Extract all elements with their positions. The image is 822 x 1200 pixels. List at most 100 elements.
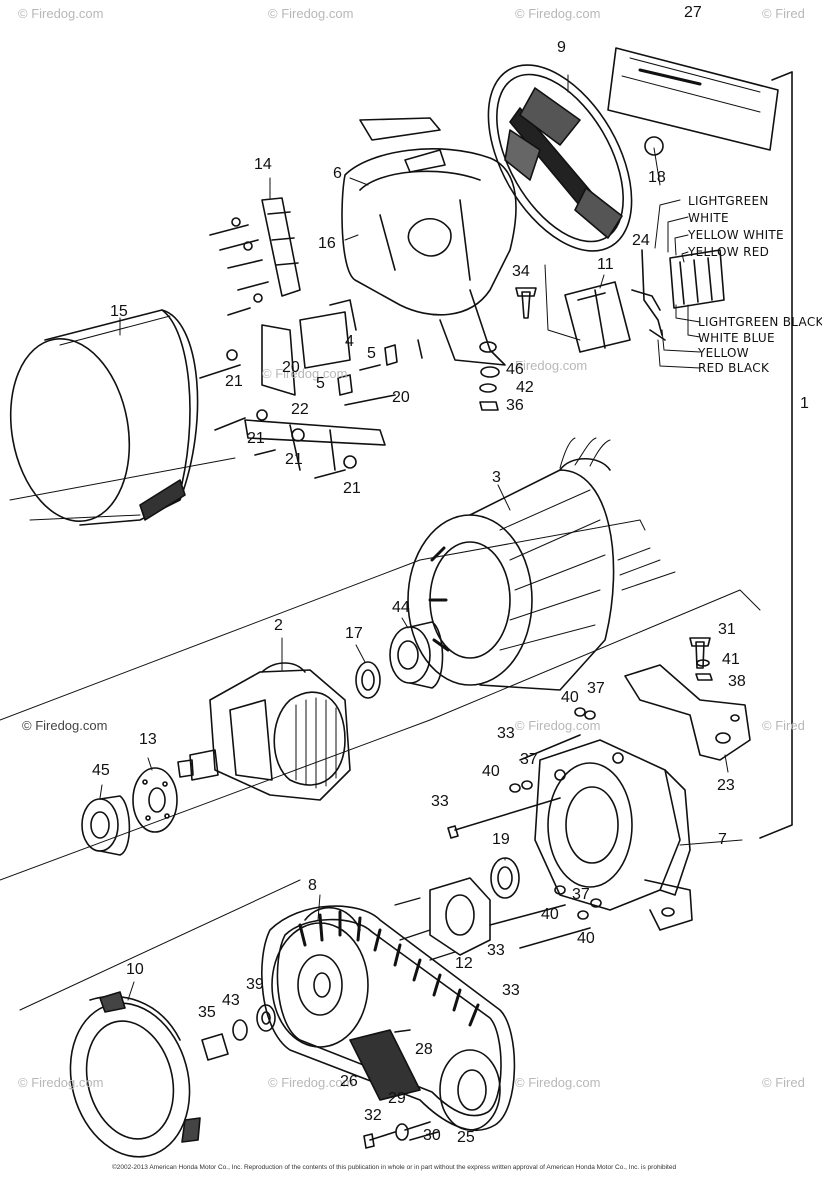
callout-16: 16 bbox=[318, 235, 336, 252]
watermark-text: © Firedog.com bbox=[268, 1075, 354, 1090]
callout-26: 26 bbox=[340, 1073, 358, 1090]
wire-label: RED BLACK bbox=[698, 361, 770, 375]
watermark-text: © Firedog.com bbox=[515, 1075, 601, 1090]
front-housing-7 bbox=[534, 739, 693, 931]
watermark-text: © Firedog.com bbox=[515, 6, 601, 21]
callout-20: 20 bbox=[392, 389, 410, 406]
callout-11: 11 bbox=[597, 256, 614, 273]
callout-22: 22 bbox=[291, 401, 309, 418]
callout-3: 3 bbox=[492, 469, 501, 486]
callout-19: 19 bbox=[492, 831, 510, 848]
watermark-text: © Firedog.com bbox=[515, 718, 601, 733]
watermark-text: © Firedog.com bbox=[262, 366, 348, 381]
plate-13 bbox=[132, 767, 178, 833]
callout-29: 29 bbox=[388, 1090, 406, 1107]
wire-label: WHITE BLUE bbox=[698, 331, 775, 345]
nut-38 bbox=[695, 673, 713, 681]
callout-21: 21 bbox=[225, 373, 243, 390]
bolt-28 bbox=[394, 1029, 411, 1033]
bolt-32 bbox=[369, 1131, 396, 1141]
callout-35: 35 bbox=[198, 1004, 216, 1021]
callout-17: 17 bbox=[345, 625, 363, 642]
callout-44: 44 bbox=[392, 599, 410, 616]
callout-34: 34 bbox=[512, 263, 530, 280]
watermark-text: © Fired bbox=[762, 6, 805, 21]
callout-33: 33 bbox=[502, 982, 520, 999]
bolt-34 bbox=[521, 291, 531, 319]
wire-label: WHITE bbox=[688, 211, 729, 225]
bolt-31 bbox=[695, 641, 705, 669]
callout-39: 39 bbox=[246, 976, 264, 993]
callout-18: 18 bbox=[648, 169, 666, 186]
washer-42 bbox=[479, 383, 497, 393]
stator-3 bbox=[407, 437, 676, 691]
nut-35 bbox=[201, 1033, 229, 1061]
wire-label: LIGHTGREEN bbox=[688, 194, 769, 208]
stator-cover-15 bbox=[9, 309, 199, 526]
belt-26 bbox=[261, 905, 516, 1131]
flange-12 bbox=[394, 877, 491, 961]
callout-7: 7 bbox=[718, 831, 727, 848]
wire-label: YELLOW WHITE bbox=[688, 228, 784, 242]
callout-4: 4 bbox=[345, 333, 354, 350]
copyright-notice: ©2002-2013 American Honda Motor Co., Inc… bbox=[112, 1164, 677, 1171]
callout-28: 28 bbox=[415, 1041, 433, 1058]
key-30 bbox=[404, 1121, 439, 1141]
callout-46: 46 bbox=[506, 361, 524, 378]
label-plate-27 bbox=[607, 47, 779, 151]
callout-38: 38 bbox=[728, 673, 746, 690]
callout-36: 36 bbox=[506, 397, 524, 414]
terminal-board-14 bbox=[209, 197, 301, 316]
callout-32: 32 bbox=[364, 1107, 382, 1124]
regulator-11 bbox=[564, 281, 631, 353]
nut-36 bbox=[479, 401, 499, 411]
callout-9: 9 bbox=[557, 39, 566, 56]
callout-33: 33 bbox=[487, 942, 505, 959]
housing-6 bbox=[341, 148, 517, 366]
rear-cover-9 bbox=[487, 64, 633, 252]
callout-6: 6 bbox=[333, 165, 342, 182]
callout-43: 43 bbox=[222, 992, 240, 1009]
callout-10: 10 bbox=[126, 961, 144, 978]
seal-17 bbox=[355, 661, 381, 699]
bearing-45 bbox=[81, 795, 131, 856]
callout-30: 30 bbox=[423, 1127, 441, 1144]
bearing-44 bbox=[389, 621, 444, 689]
callout-5: 5 bbox=[367, 345, 376, 362]
washer-46 bbox=[480, 366, 500, 378]
callout-25: 25 bbox=[457, 1129, 475, 1146]
callout-5: 5 bbox=[316, 375, 325, 392]
callout-21: 21 bbox=[343, 480, 361, 497]
callout-1: 1 bbox=[800, 395, 809, 412]
callout-31: 31 bbox=[718, 621, 736, 638]
rotor-2 bbox=[177, 662, 351, 801]
callout-24: 24 bbox=[632, 232, 650, 249]
through-bolt-33 bbox=[454, 797, 561, 831]
bracket-line-1 bbox=[759, 71, 793, 839]
bracket-assembly bbox=[199, 299, 386, 479]
small-parts-5 bbox=[337, 339, 423, 406]
washer-43 bbox=[232, 1019, 248, 1041]
callout-45: 45 bbox=[92, 762, 110, 779]
callout-12: 12 bbox=[455, 955, 473, 972]
callout-40: 40 bbox=[561, 689, 579, 706]
watermark-text: © Firedog.com bbox=[18, 1075, 104, 1090]
callout-20: 20 bbox=[282, 359, 300, 376]
watermark-text: © Firedog.com bbox=[18, 6, 104, 21]
washer-29 bbox=[395, 1123, 409, 1141]
callout-21: 21 bbox=[285, 451, 303, 468]
callout-27: 27 bbox=[684, 4, 702, 21]
bracket-23 bbox=[624, 664, 751, 761]
callout-37: 37 bbox=[587, 680, 605, 697]
callout-33: 33 bbox=[431, 793, 449, 810]
callout-23: 23 bbox=[717, 777, 735, 794]
callout-21: 21 bbox=[247, 430, 265, 447]
callout-33: 33 bbox=[497, 725, 515, 742]
callout-40: 40 bbox=[577, 930, 595, 947]
wire-label: LIGHTGREEN BLACK bbox=[698, 315, 822, 329]
callout-40: 40 bbox=[482, 763, 500, 780]
callout-2: 2 bbox=[274, 617, 283, 634]
wire-label: YELLOW RED bbox=[688, 245, 770, 259]
callout-13: 13 bbox=[139, 731, 157, 748]
